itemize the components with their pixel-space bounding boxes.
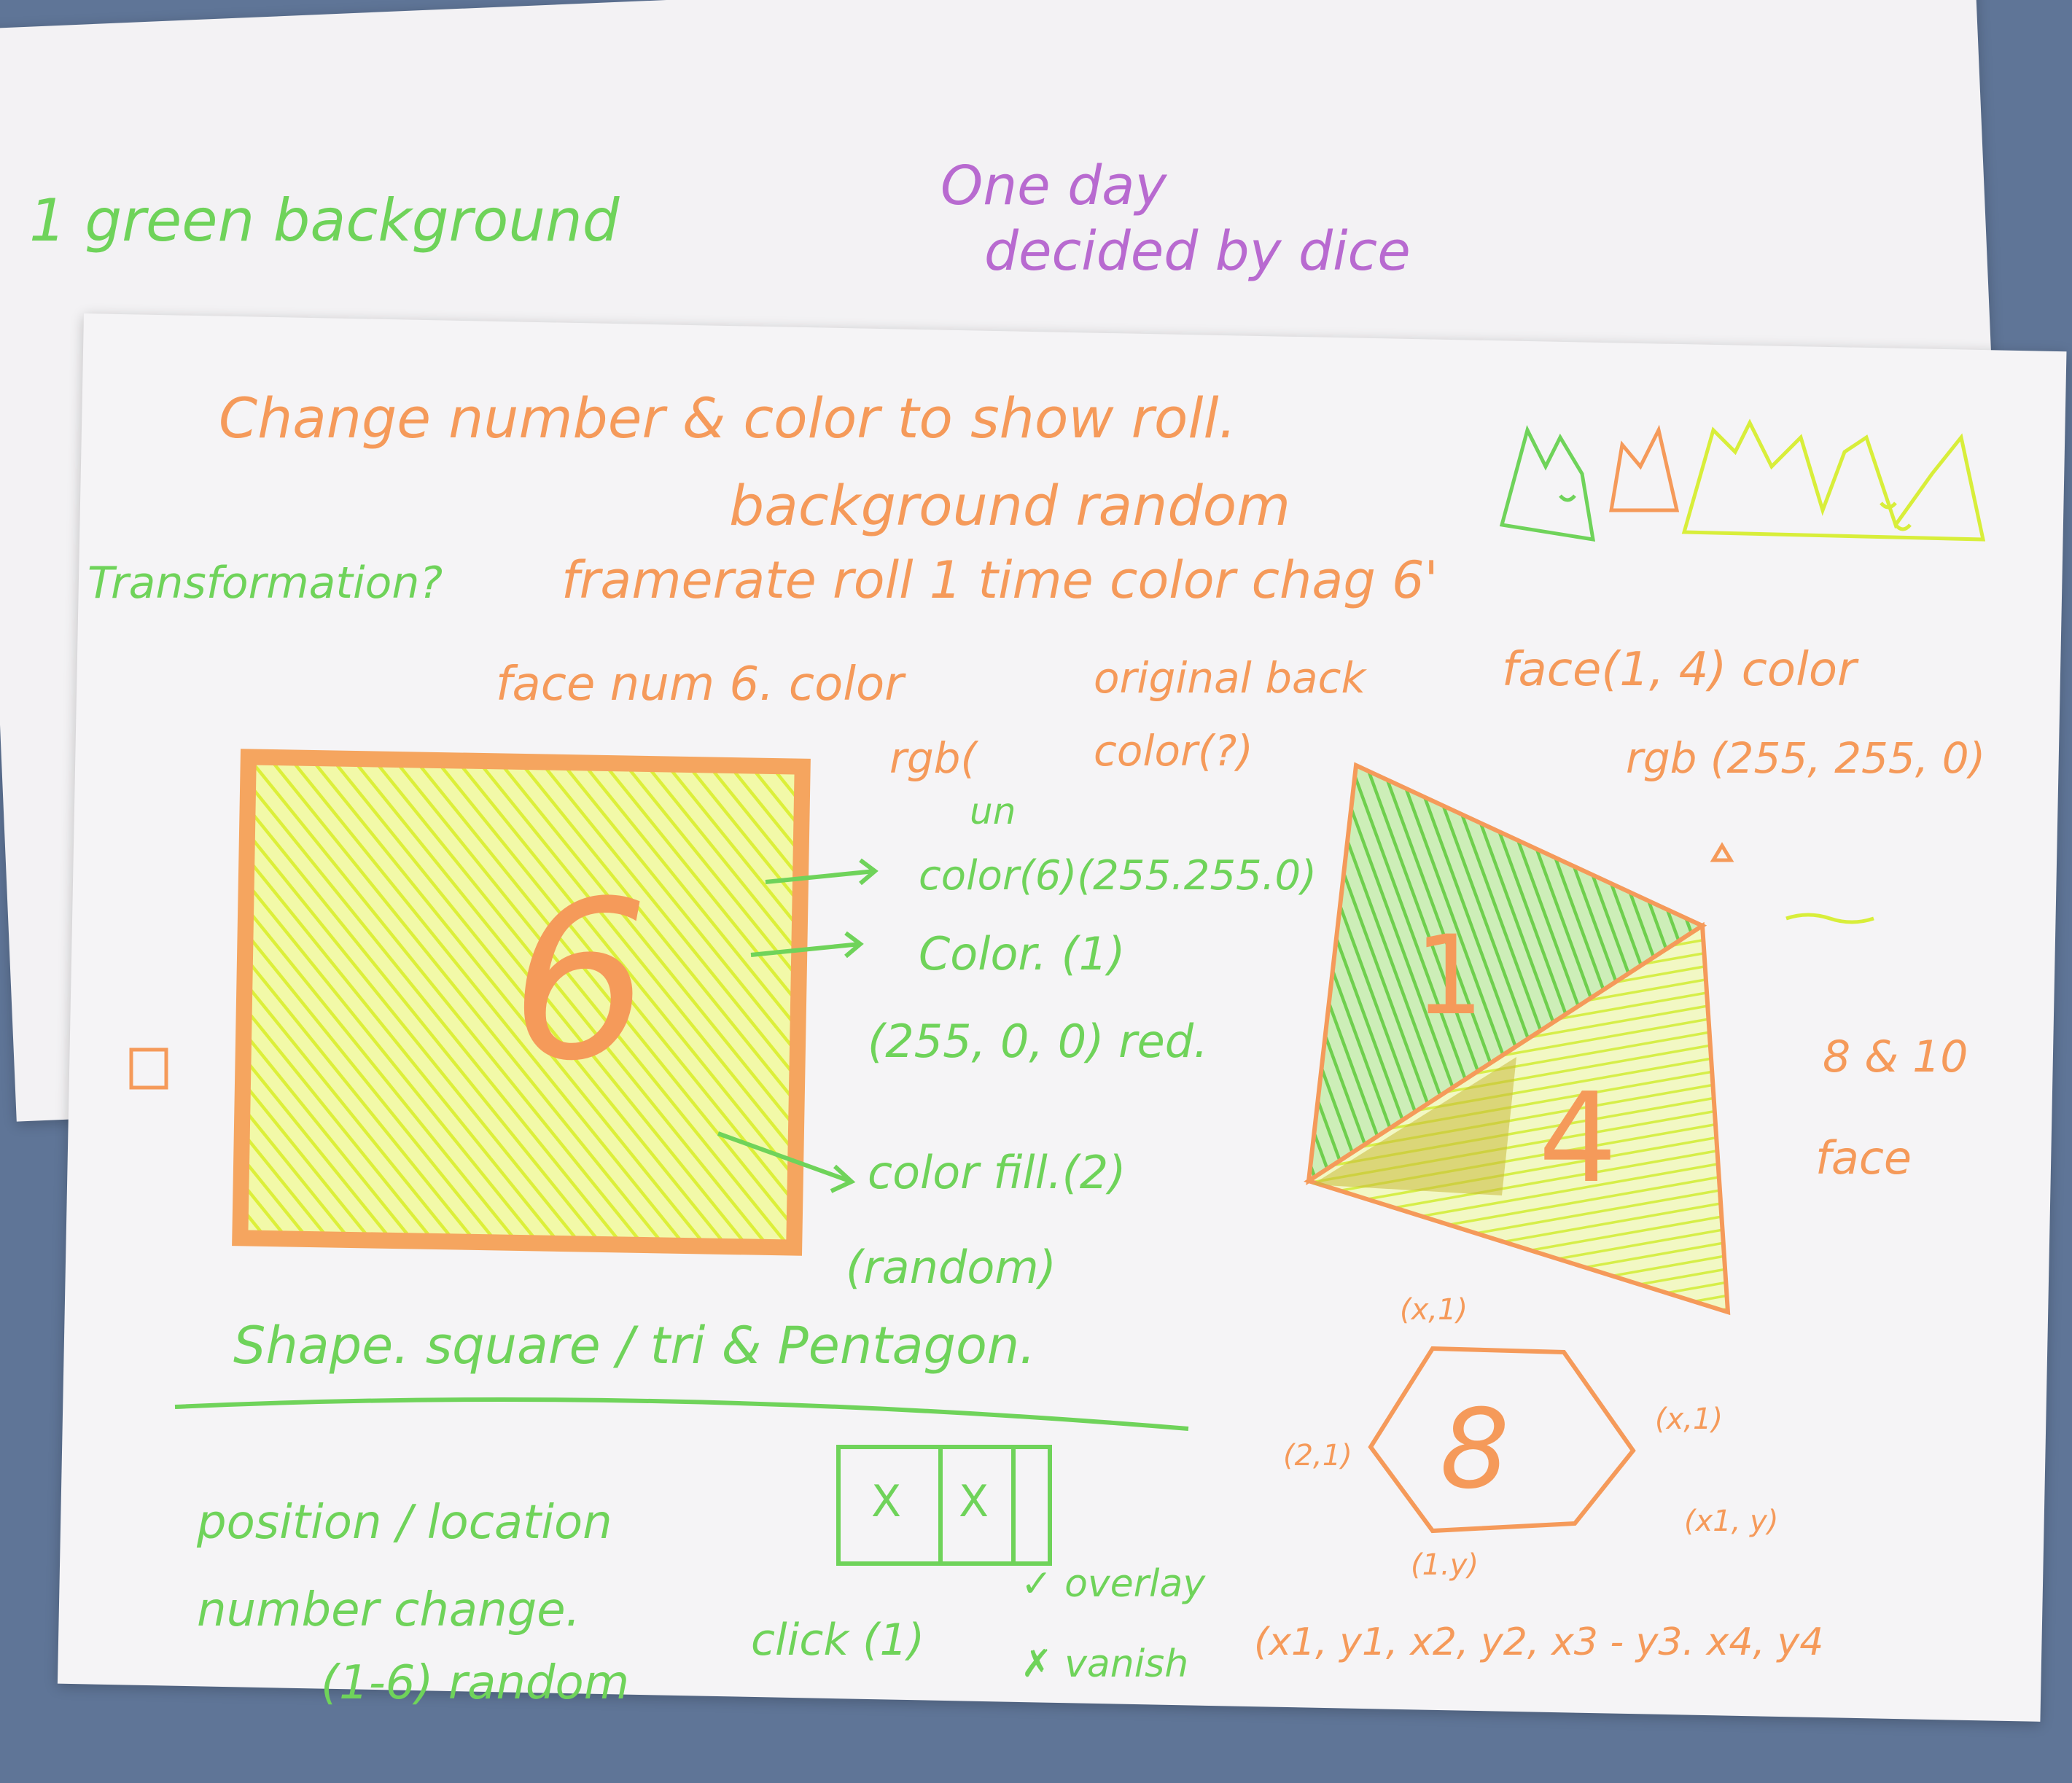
cat-doodles (1499, 418, 1986, 542)
small-marks (129, 842, 1874, 1090)
hex-left-label: (2,1) (1283, 1439, 1352, 1472)
back-note-line2: decided by dice (984, 220, 1411, 283)
original-back-note: original back (1094, 653, 1367, 703)
die-square-face: 6 (232, 749, 811, 1256)
overlay-note: ✓ overlay (1021, 1562, 1206, 1606)
un-note: un (970, 790, 1016, 832)
hex-right-label: (x,1) (1655, 1402, 1723, 1436)
color-question: color(?) (1094, 726, 1253, 776)
die-hexagon: 8 (1368, 1346, 1636, 1534)
transformation-label: Transformation? (87, 558, 443, 609)
hex-top-label: (x,1) (1400, 1293, 1468, 1327)
annot-color6: color(6)(255.255.0) (919, 852, 1317, 900)
rgb-yellow-note: rgb (255, 255, 0) (1626, 733, 1985, 783)
vanish-note: ✗ vanish (1021, 1642, 1188, 1686)
annot-color1: Color. (1) (919, 927, 1125, 980)
range-random-note: (1-6) random (321, 1656, 629, 1710)
title-line1: Change number & color to show roll. (219, 386, 1236, 450)
annot-fill: color fill.(2) (868, 1146, 1126, 1199)
position-note: position / location (196, 1496, 612, 1550)
grid-cell-x1: X (871, 1476, 901, 1527)
triangle-number-bottom: 4 (1538, 1066, 1617, 1211)
num-8-10: 8 & 10 (1823, 1031, 1968, 1082)
annot-random: (random) (846, 1241, 1056, 1294)
title-line2: background random (729, 473, 1290, 538)
hex-right2-label: (x1, y) (1684, 1505, 1778, 1538)
hexagon-number: 8 (1440, 1386, 1509, 1513)
annot-red: (255, 0, 0) red. (868, 1015, 1208, 1068)
shape-underline (174, 1397, 1189, 1431)
die-square-number: 6 (510, 854, 650, 1109)
number-change-note: number change. (197, 1583, 580, 1637)
face-color-note: face(1, 4) color (1502, 643, 1859, 697)
back-label: 1 green background (29, 187, 620, 254)
shape-heading: Shape. square / tri & Pentagon. (233, 1316, 1035, 1376)
framerate-note: framerate roll 1 time color chag 6' (561, 550, 1438, 610)
back-note-line1: One day (940, 155, 1168, 217)
grid-cell-x2: X (959, 1476, 989, 1527)
rgb-open: rgb( (889, 733, 978, 783)
annotation-arrows (717, 858, 879, 1193)
die-triangle: 1 4 (1304, 762, 1731, 1316)
triangle-number-top: 1 (1414, 913, 1484, 1039)
face-word: face (1815, 1131, 1912, 1185)
hex-bottom-label: (1.y) (1411, 1548, 1479, 1582)
click-note: click (1) (751, 1615, 924, 1666)
face-num-note: face num 6. color (496, 658, 906, 711)
coords-note: (x1, y1, x2, y2, x3 - y3. x4, y4 (1254, 1620, 1823, 1664)
position-grid: X X (836, 1445, 1052, 1566)
